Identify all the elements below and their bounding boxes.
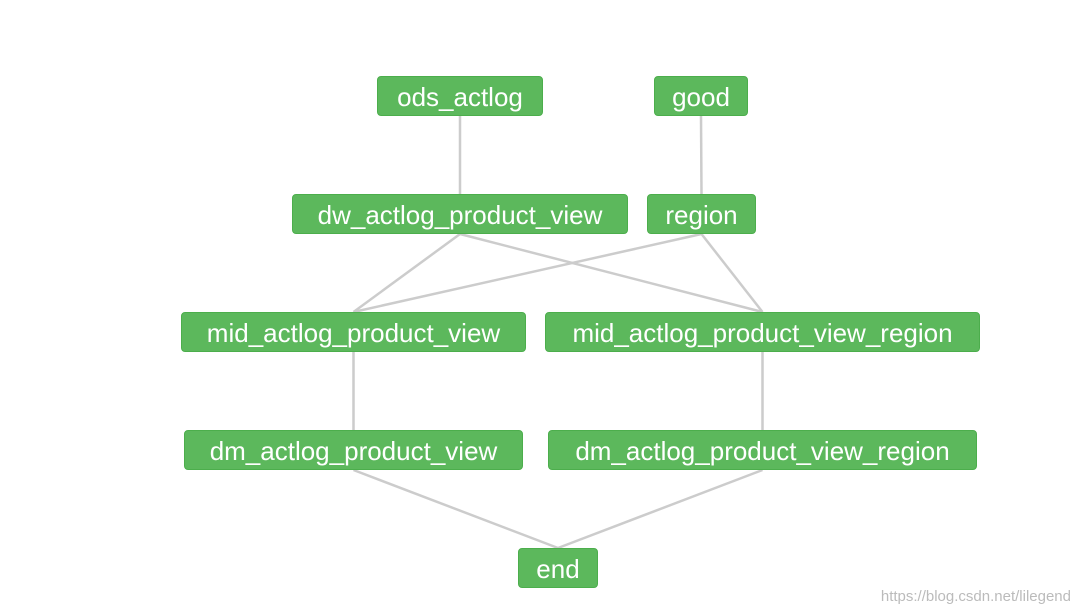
node-ods-actlog[interactable]: ods_actlog: [377, 76, 543, 116]
node-mid-actlog-product-view-region[interactable]: mid_actlog_product_view_region: [545, 312, 980, 352]
edge-dm_actlog_product_view_region-to-end: [557, 468, 763, 550]
node-dm-actlog-product-view[interactable]: dm_actlog_product_view: [184, 430, 523, 470]
node-end[interactable]: end: [518, 548, 598, 588]
node-dm-actlog-product-view-region[interactable]: dm_actlog_product_view_region: [548, 430, 977, 470]
edge-region-to-mid_actlog_product_view: [353, 232, 702, 314]
edge-dm_actlog_product_view-to-end: [353, 468, 559, 550]
node-mid-actlog-product-view[interactable]: mid_actlog_product_view: [181, 312, 526, 352]
edge-good-to-region: [699, 115, 703, 195]
node-region[interactable]: region: [647, 194, 756, 234]
node-good[interactable]: good: [654, 76, 748, 116]
edges-layer: [352, 115, 764, 550]
edge-region-to-mid_actlog_product_view_region: [700, 233, 764, 313]
edge-dw_actlog_product_view-to-mid_actlog_product_view_region: [459, 232, 763, 314]
watermark-text: https://blog.csdn.net/lilegend: [880, 588, 1071, 605]
edge-dw_actlog_product_view-to-mid_actlog_product_view: [352, 232, 461, 314]
node-dw-actlog-product-view[interactable]: dw_actlog_product_view: [292, 194, 628, 234]
